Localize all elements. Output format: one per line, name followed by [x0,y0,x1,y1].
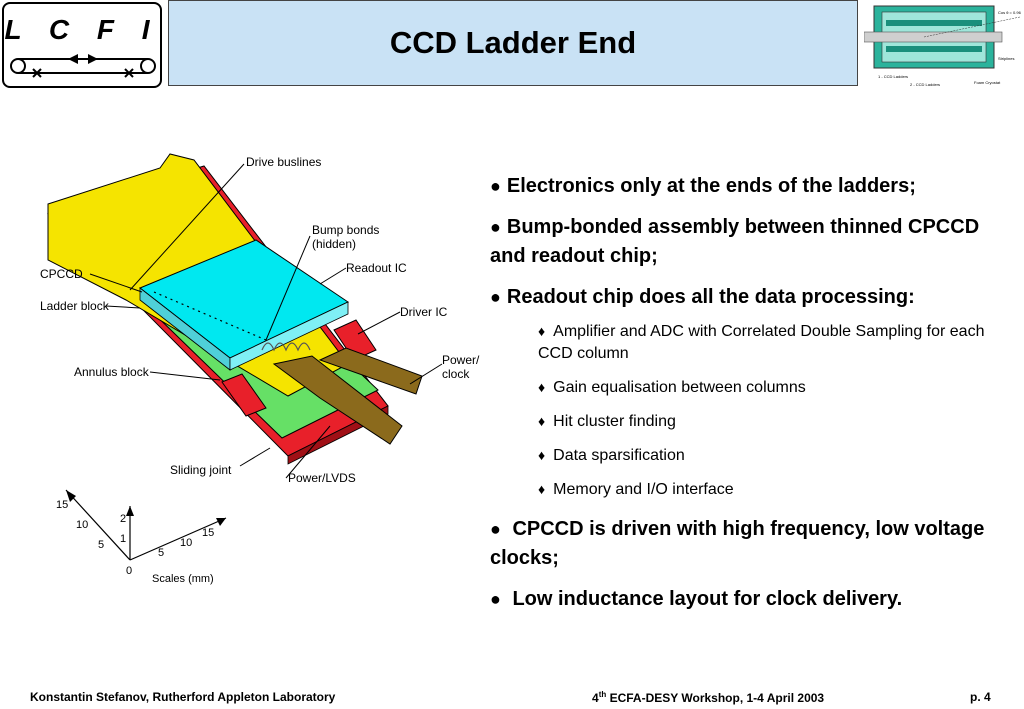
scale-tick-10b: 10 [180,537,192,549]
sub-bullet-item: ♦ Data sparsification [538,444,1020,467]
footer-event-sup: th [598,690,607,699]
bullet-dot-icon: ● [490,217,501,237]
sub-bullet-text: Hit cluster finding [553,413,676,430]
bullet-text: Low inductance layout for clock delivery… [512,588,903,610]
driver-ic-left [221,373,267,417]
thumb-ladder-1 [886,20,982,26]
label-bump-bonds-hidden: (hidden) [312,237,356,251]
thumb-ladder-2 [886,46,982,52]
label-cpccd: CPCCD [40,267,83,281]
diamond-bullet-icon: ♦ [538,447,546,463]
label-readout-ic: Readout IC [346,261,407,275]
thumb-label-ccd2: 2 - CCD Ladders [910,82,940,87]
sub-bullet-text: Data sparsification [553,447,685,464]
footer-event-num: 4 [592,691,599,705]
sub-bullet-item: ♦Amplifier and ADC with Correlated Doubl… [538,320,1020,365]
thumb-label-ccd1: 1 - CCD Ladders [878,74,908,79]
title-banner: CCD Ladder End [168,0,858,86]
bullet-text: Readout chip does all the data processin… [506,286,915,308]
thumb-label-cos: Cos θ = 0.96 [998,10,1022,15]
bullet-text: Electronics only at the ends of the ladd… [506,175,916,197]
logo-beam-graphic [10,54,156,78]
bullet-dot-icon: ● [490,176,501,196]
footer-author: Konstantin Stefanov, Rutherford Appleton… [30,690,336,704]
thumb-angle-line [923,16,1021,38]
bullet-item: ● CPCCD is driven with high frequency, l… [490,515,1020,573]
diamond-bullet-icon: ♦ [538,481,546,497]
lcfi-logo: L C F I [2,2,162,88]
sub-bullet-item: ♦ Memory and I/O interface [538,478,1020,501]
scale-label: Scales (mm) [152,573,214,585]
readout-ic-front [229,301,349,371]
scale-arrow-1 [66,490,76,502]
scale-tick-10a: 10 [76,519,88,531]
sub-bullet-item: ♦ Hit cluster finding [538,410,1020,433]
bullet-dot-icon: ● [490,519,501,539]
bullet-item: ●Bump-bonded assembly between thinned CP… [490,213,1020,271]
footer-page-number: p. 4 [970,690,991,704]
scale-tick-2: 2 [120,513,126,525]
label-drive-buslines: Drive buslines [246,155,321,169]
thumb-label-striplines: Striplines [998,56,1014,61]
diamond-bullet-icon: ♦ [538,413,546,429]
logo-text: L C F I [4,14,160,45]
thumb-beampipe [864,31,1003,43]
bullet-dot-icon: ● [490,287,501,307]
bullet-dot-icon: ● [490,589,501,609]
sub-bullet-text: Gain equalisation between columns [553,379,806,396]
bullet-text: CPCCD is driven with high frequency, low… [490,518,985,569]
scale-arrow-2 [126,506,134,516]
detector-thumbnail: Cos θ = 0.96 Striplines Foam Cryostat 1 … [864,2,1022,90]
label-driver-ic: Driver IC [400,305,448,319]
label-annulus-block: Annulus block [74,365,150,379]
bullet-item: ●Readout chip does all the data processi… [490,283,1020,312]
scale-tick-0: 0 [126,565,132,577]
power-lvds-cable [272,355,403,445]
diamond-bullet-icon: ♦ [538,323,546,339]
footer: Konstantin Stefanov, Rutherford Appleton… [0,690,1024,706]
label-ladder-block: Ladder block [40,299,110,313]
scale-tick-1: 1 [120,533,126,545]
diamond-bullet-icon: ♦ [538,379,546,395]
label-sliding-joint: Sliding joint [170,463,232,477]
scale-axes [65,489,227,561]
scale-tick-15a: 15 [56,499,68,511]
footer-event: 4th ECFA-DESY Workshop, 1-4 April 2003 [592,690,824,705]
footer-event-rest: ECFA-DESY Workshop, 1-4 April 2003 [606,691,825,705]
label-power-clock-2: clock [442,367,470,381]
bullet-text: Bump-bonded assembly between thinned CPC… [490,216,980,267]
leader-lines [89,163,443,479]
sub-bullet-item: ♦ Gain equalisation between columns [538,376,1020,399]
scale-tick-5a: 5 [98,539,104,551]
thumb-label-foam: Foam Cryostat [974,80,1001,85]
label-bump-bonds: Bump bonds [312,223,379,237]
ccd-ladder-diagram: Drive buslines Bump bonds (hidden) Reado… [40,153,480,585]
label-power-lvds: Power/LVDS [288,471,356,485]
sub-bullet-text: Memory and I/O interface [553,481,734,498]
scale-tick-15b: 15 [202,527,214,539]
label-power-clock-1: Power/ [442,353,480,367]
bullet-item: ● Low inductance layout for clock delive… [490,585,1020,614]
sub-bullet-text: Amplifier and ADC with Correlated Double… [538,323,985,362]
bump-bond-dots [153,291,267,341]
scale-tick-5b: 5 [158,547,164,559]
scale-arrow-3 [216,518,226,526]
bullet-item: ●Electronics only at the ends of the lad… [490,172,1020,201]
bullet-list: ●Electronics only at the ends of the lad… [490,172,1020,626]
wire-bonds [261,342,311,352]
page-title: CCD Ladder End [389,25,637,60]
